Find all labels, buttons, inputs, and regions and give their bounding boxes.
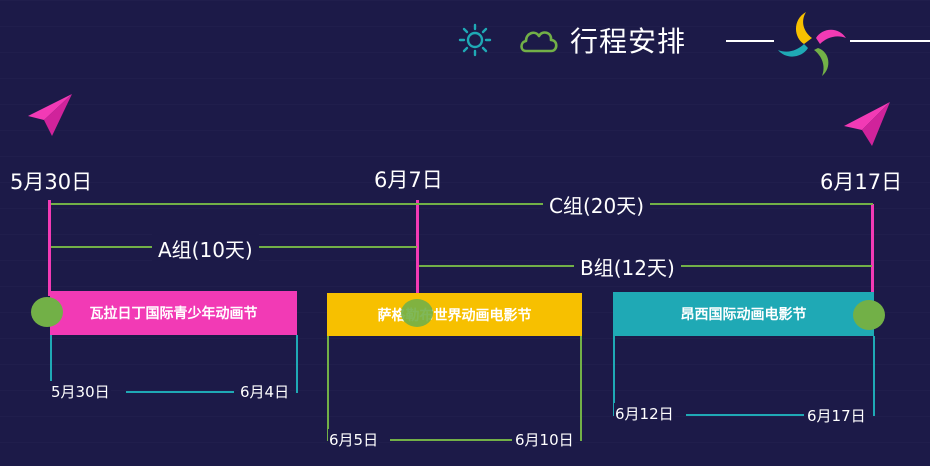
- bracket-1-bottom: [126, 391, 234, 393]
- marker-line-end: [871, 204, 874, 296]
- festival-3-start-date: 6月12日: [614, 403, 675, 424]
- timeline-date-start: 5月30日: [10, 170, 93, 194]
- page-title: 行程安排: [570, 25, 687, 58]
- pinwheel-logo-icon: [774, 8, 850, 78]
- timeline-date-end: 6月17日: [820, 170, 903, 194]
- festival-2-end-date: 6月10日: [514, 429, 575, 450]
- marker-line-mid: [416, 200, 419, 296]
- header-divider-right: [850, 40, 930, 42]
- paper-plane-icon: [26, 92, 76, 138]
- marker-line-start: [48, 200, 51, 296]
- bracket-1-right: [296, 335, 298, 393]
- festival-3-end-date: 6月17日: [806, 405, 867, 426]
- bracket-2-left: [327, 336, 329, 441]
- bracket-3-bottom: [686, 414, 804, 416]
- bracket-3-left: [613, 336, 615, 416]
- bracket-3-right: [873, 336, 875, 416]
- cloud-icon: [518, 24, 560, 56]
- header-divider-left: [726, 40, 774, 42]
- timeline-node-mid: [401, 299, 433, 327]
- group-c-line: [51, 203, 873, 205]
- timeline-node-end: [853, 300, 885, 330]
- festival-1-start-date: 5月30日: [50, 381, 111, 402]
- festival-box-varazdin: 瓦拉日丁国际青少年动画节: [50, 291, 297, 335]
- bracket-2-bottom: [390, 439, 512, 441]
- group-b-label: B组(12天): [574, 252, 681, 281]
- festival-2-start-date: 6月5日: [328, 429, 380, 450]
- bracket-1-left: [50, 335, 52, 393]
- festival-box-annecy: 昂西国际动画电影节: [613, 292, 874, 336]
- group-c-label: C组(20天): [543, 190, 651, 219]
- group-a-label: A组(10天): [152, 234, 259, 263]
- sun-icon: [455, 22, 495, 58]
- timeline-node-start: [31, 297, 63, 327]
- festival-box-zagreb: 萨格勒布世界动画电影节: [327, 293, 582, 336]
- timeline-date-mid: 6月7日: [374, 168, 443, 192]
- festival-1-end-date: 6月4日: [239, 381, 291, 402]
- paper-plane-icon: [842, 100, 892, 146]
- bracket-2-right: [580, 336, 582, 441]
